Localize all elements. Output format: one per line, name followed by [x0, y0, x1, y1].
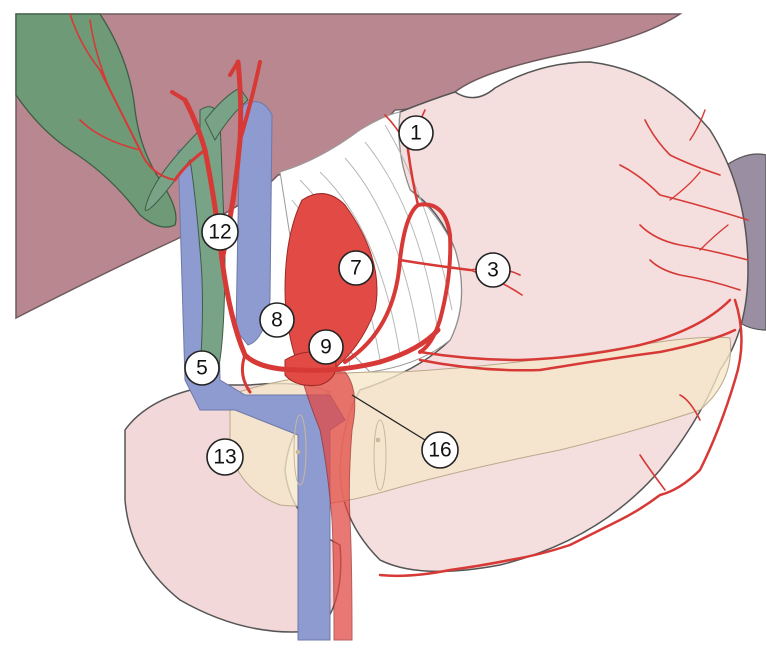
- label-13-circle: [206, 438, 244, 476]
- label-5: 5: [184, 350, 220, 386]
- label-8: 8: [259, 302, 295, 338]
- portal-vein: [235, 101, 273, 346]
- label-7-circle: [338, 250, 374, 286]
- label-16-text: 16: [428, 439, 451, 462]
- label-9: 9: [308, 329, 344, 365]
- pancreatic-duct-features: [293, 414, 387, 491]
- label-7-text: 7: [350, 257, 362, 280]
- gastroduodenal-and-gastroepiploic-arteries: [240, 298, 743, 578]
- hepatic-duct-branch: [204, 87, 249, 142]
- inferior-vena-cava: [177, 149, 346, 641]
- label-12-text: 12: [208, 221, 231, 244]
- label-16-circle: [421, 431, 459, 469]
- label-9-circle: [308, 329, 344, 365]
- label-1-text: 1: [410, 122, 422, 145]
- label-8-text: 8: [271, 309, 283, 332]
- label-5-circle: [184, 350, 220, 386]
- label-13-text: 13: [213, 446, 236, 469]
- label-3-circle: [475, 252, 511, 288]
- label-5-text: 5: [196, 357, 208, 380]
- label-16: 16: [421, 431, 459, 469]
- label-12: 12: [201, 213, 239, 251]
- label-1-circle: [398, 115, 434, 151]
- label-3-text: 3: [487, 259, 499, 282]
- label-3: 3: [475, 252, 511, 288]
- label-7: 7: [338, 250, 374, 286]
- aorta-upper: [284, 193, 378, 373]
- leader-line-16: [351, 394, 426, 441]
- aorta-lower: [299, 371, 356, 641]
- short-gastric-arteries: [619, 109, 749, 291]
- hepatic-arteries: [69, 13, 262, 358]
- gallbladder: [15, 13, 177, 228]
- label-12-circle: [201, 213, 239, 251]
- label-8-circle: [259, 302, 295, 338]
- label-13: 13: [206, 438, 244, 476]
- label-9-text: 9: [320, 336, 332, 359]
- label-1: 1: [398, 115, 434, 151]
